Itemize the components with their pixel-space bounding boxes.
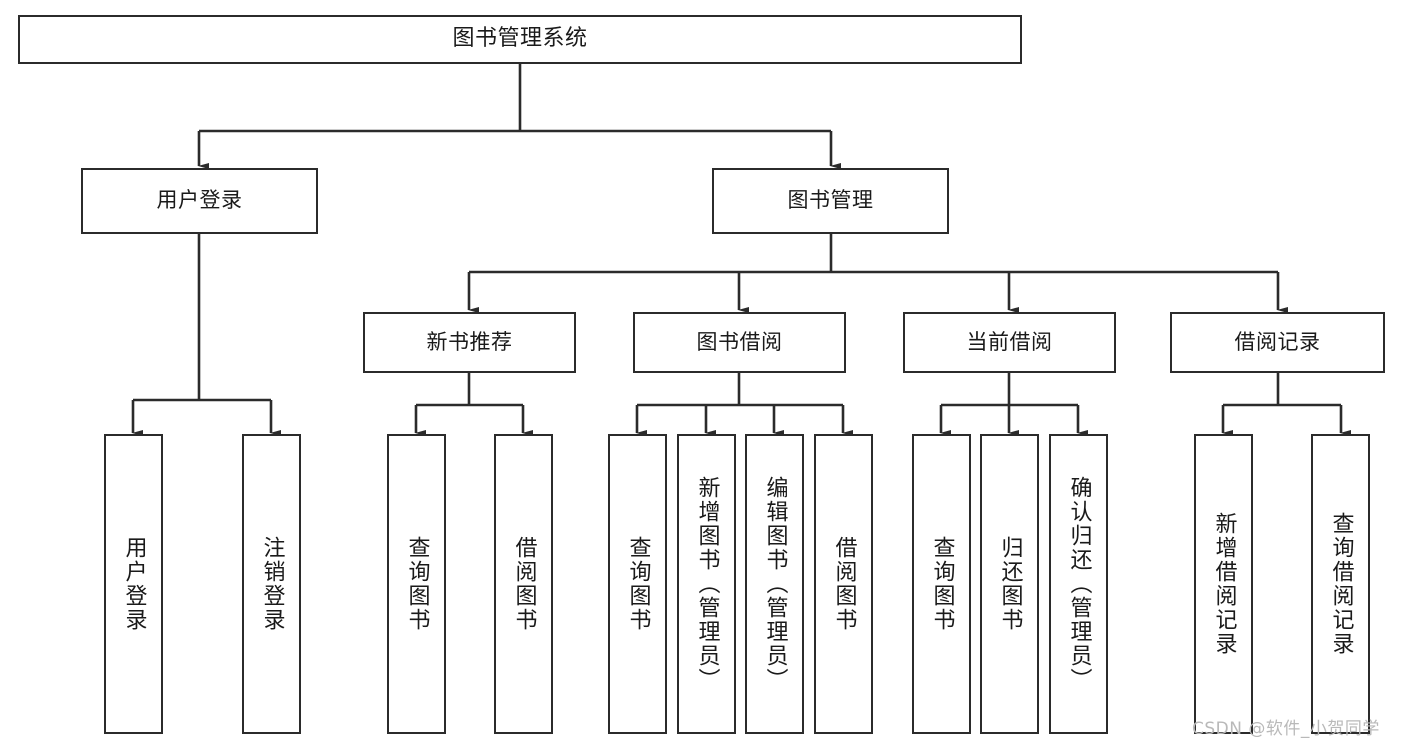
leaf-record-query-record[interactable]: 查询借阅记录 [1311, 434, 1370, 734]
node-user-login[interactable]: 用户登录 [81, 168, 318, 234]
leaf-borrow-borrow-book[interactable]: 借阅图书 [814, 434, 873, 734]
leaf-current-confirm-return-admin[interactable]: 确认归还（管理员） [1049, 434, 1108, 734]
leaf-label: 查询图书 [625, 536, 651, 632]
leaf-current-query-book[interactable]: 查询图书 [912, 434, 971, 734]
node-current-borrow[interactable]: 当前借阅 [903, 312, 1116, 373]
leaf-label: 查询借阅记录 [1328, 512, 1354, 656]
node-book-borrow[interactable]: 图书借阅 [633, 312, 846, 373]
leaf-recommend-query-book[interactable]: 查询图书 [387, 434, 446, 734]
leaf-label: 查询图书 [929, 536, 955, 632]
leaf-label: 编辑图书（管理员） [762, 476, 788, 692]
leaf-label: 借阅图书 [831, 536, 857, 632]
leaf-label: 用户登录 [121, 536, 147, 632]
node-book-management[interactable]: 图书管理 [712, 168, 949, 234]
node-root-system[interactable]: 图书管理系统 [18, 15, 1022, 64]
leaf-borrow-query-book[interactable]: 查询图书 [608, 434, 667, 734]
leaf-label: 新增借阅记录 [1211, 512, 1237, 656]
leaf-borrow-add-book-admin[interactable]: 新增图书（管理员） [677, 434, 736, 734]
node-new-book-recommend[interactable]: 新书推荐 [363, 312, 576, 373]
leaf-recommend-borrow-book[interactable]: 借阅图书 [494, 434, 553, 734]
node-borrow-record[interactable]: 借阅记录 [1170, 312, 1385, 373]
leaf-label: 新增图书（管理员） [694, 476, 720, 692]
leaf-label: 注销登录 [259, 536, 285, 632]
csdn-watermark: CSDN @软件_小贺同学 [1192, 719, 1380, 739]
leaf-user-login-login[interactable]: 用户登录 [104, 434, 163, 734]
leaf-current-return-book[interactable]: 归还图书 [980, 434, 1039, 734]
leaf-record-add-record[interactable]: 新增借阅记录 [1194, 434, 1253, 734]
leaf-user-login-logout[interactable]: 注销登录 [242, 434, 301, 734]
leaf-label: 确认归还（管理员） [1066, 476, 1092, 692]
leaf-borrow-edit-book-admin[interactable]: 编辑图书（管理员） [745, 434, 804, 734]
leaf-label: 归还图书 [997, 536, 1023, 632]
leaf-label: 借阅图书 [511, 536, 537, 632]
leaf-label: 查询图书 [404, 536, 430, 632]
